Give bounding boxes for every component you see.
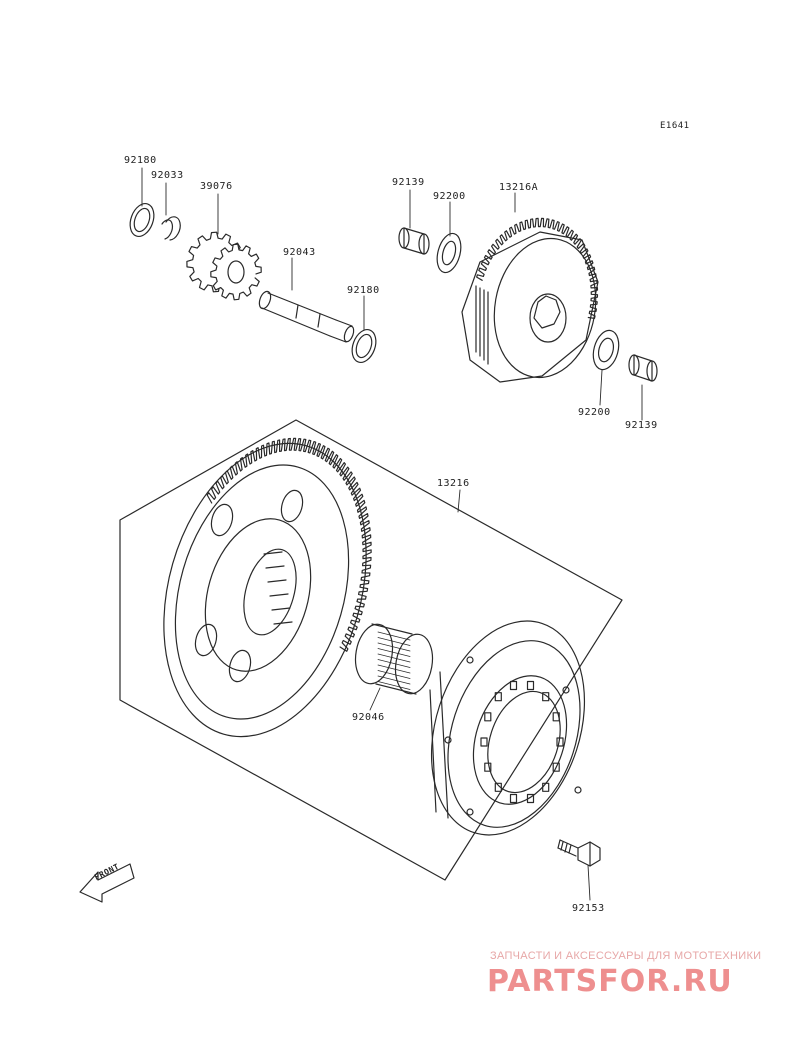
part-label-92139-top: 92139 xyxy=(392,177,425,188)
part-label-13216a: 13216A xyxy=(499,182,539,193)
part-label-39076: 39076 xyxy=(200,181,233,192)
one-way-clutch-housing xyxy=(429,620,586,836)
part-label-92043: 92043 xyxy=(283,247,316,258)
part-label-92200-bot: 92200 xyxy=(578,407,611,418)
gear-39076 xyxy=(186,231,262,301)
gear-13216a xyxy=(461,217,599,383)
part-label-92180-top: 92180 xyxy=(124,155,157,166)
part-label-92200-top: 92200 xyxy=(433,191,466,202)
circlip-92033 xyxy=(161,216,181,241)
shaft-92043 xyxy=(258,290,355,343)
part-label-92153: 92153 xyxy=(572,903,605,914)
washer-92200-top xyxy=(436,232,462,274)
watermark-logo: PARTSFOR.RU xyxy=(487,964,733,999)
bushing-92139-top xyxy=(398,227,430,255)
bushing-92139-bot xyxy=(628,354,658,382)
bolt-92153 xyxy=(557,839,601,867)
part-label-13216: 13216 xyxy=(437,478,470,489)
assembly-frame-13216 xyxy=(119,419,623,881)
diagram-code: E1641 xyxy=(660,121,690,131)
part-label-92180-mid: 92180 xyxy=(347,285,380,296)
front-arrow-icon xyxy=(79,863,135,903)
needle-bearing-92046 xyxy=(354,623,434,695)
washer-92180-mid xyxy=(351,328,377,364)
washer-92200-bot xyxy=(592,329,620,371)
washer-92180-top xyxy=(129,202,155,238)
watermark-subtitle: ЗАПЧАСТИ И АКСЕССУАРЫ ДЛЯ МОТОТЕХНИКИ xyxy=(490,950,762,962)
part-label-92033: 92033 xyxy=(151,170,184,181)
part-label-92046: 92046 xyxy=(352,712,385,723)
starter-gear-13216 xyxy=(163,437,372,738)
part-label-92139-bot: 92139 xyxy=(625,420,658,431)
